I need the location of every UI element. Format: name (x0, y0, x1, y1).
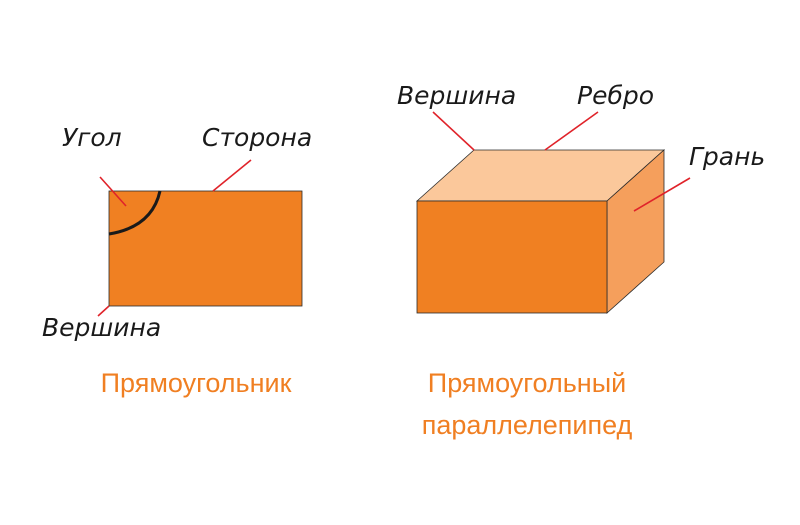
rectangle-vertex-leader (97, 305, 110, 317)
rectangle-side-label: Сторона (202, 123, 312, 152)
rectangle-angle-leader (99, 176, 127, 207)
parallelepiped-caption-line1: Прямоугольный (428, 368, 626, 398)
parallelepiped-face-leader (633, 177, 691, 212)
parallelepiped-front-face (416, 200, 608, 314)
parallelepiped-vertex-leader (432, 111, 475, 151)
rectangle-vertex-label: Вершина (42, 313, 161, 342)
parallelepiped-vertex-label: Вершина (397, 81, 516, 110)
rectangle-side-leader (212, 159, 252, 192)
rectangle-angle-label: Угол (62, 123, 122, 152)
parallelepiped-caption-line2: параллелепипед (422, 410, 633, 440)
parallelepiped-figure (415, 149, 666, 314)
parallelepiped-edge-label: Ребро (577, 81, 654, 110)
angle-arc (108, 190, 162, 236)
rectangle-figure (108, 190, 303, 307)
rectangle-shape (108, 190, 303, 307)
parallelepiped-edge-leader (544, 111, 599, 151)
rectangle-caption: Прямоугольник (101, 368, 292, 398)
parallelepiped-face-label: Грань (689, 142, 765, 171)
